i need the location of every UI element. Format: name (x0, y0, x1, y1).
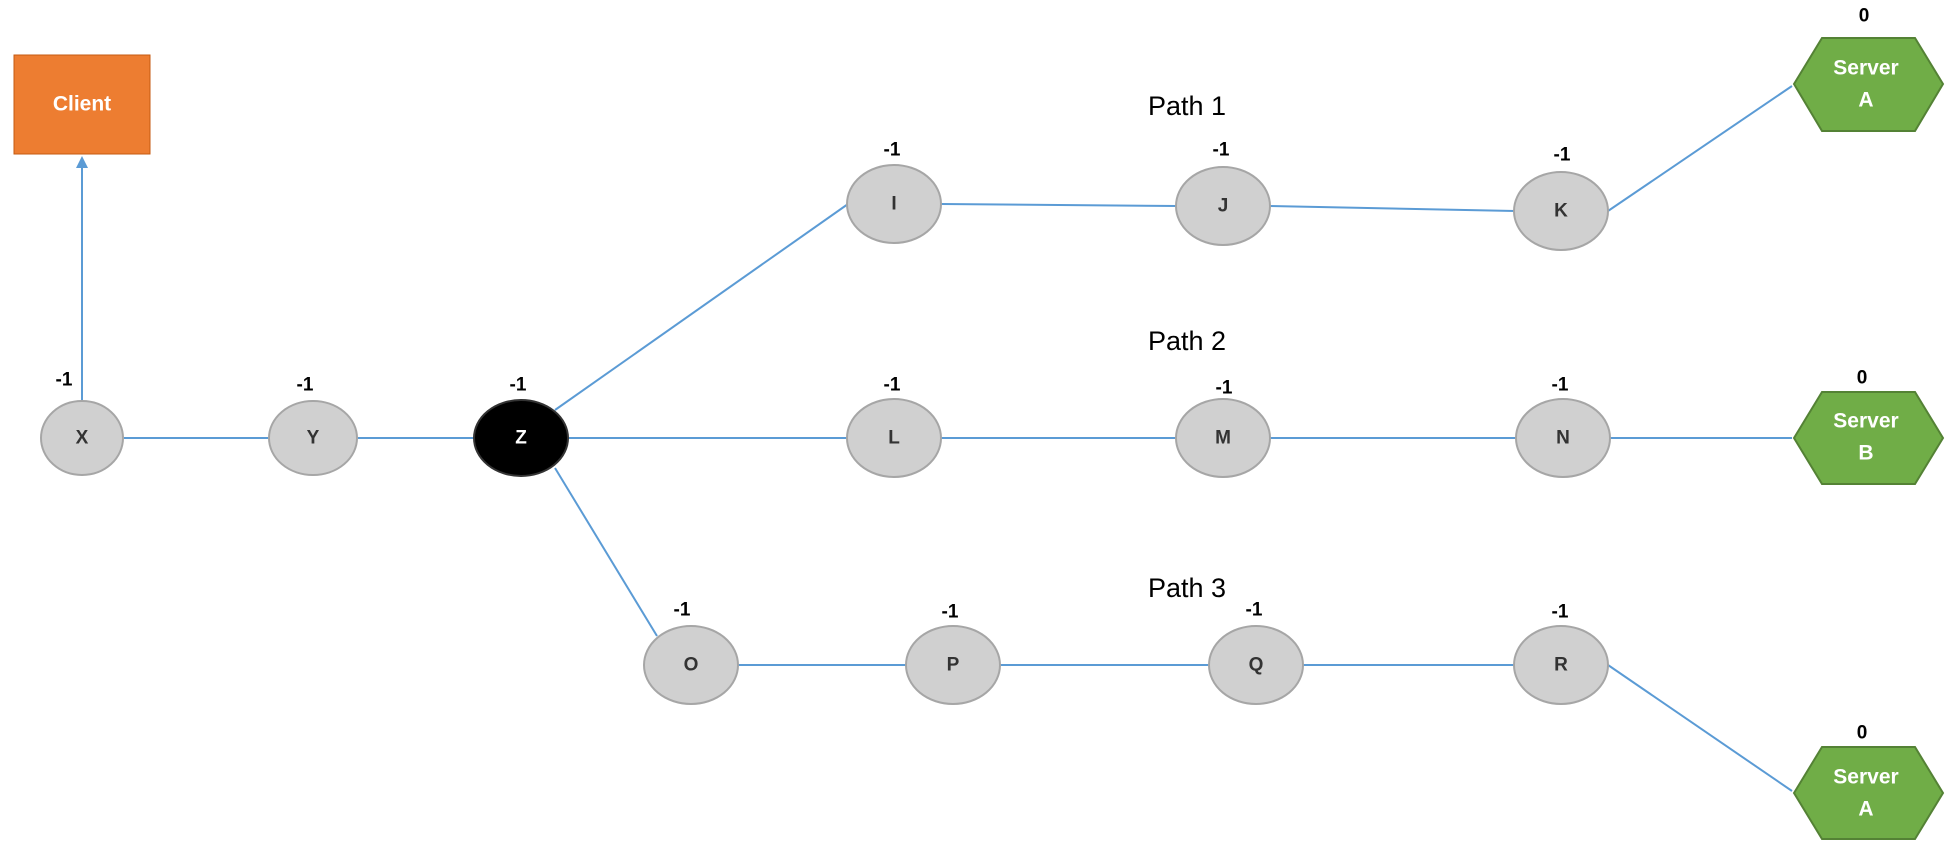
node-n[interactable]: N -1 (1515, 375, 1611, 478)
node-l-shape (846, 398, 942, 478)
node-z[interactable]: Z -1 (473, 375, 569, 477)
node-l-value: -1 (884, 375, 901, 396)
node-y[interactable]: Y -1 (268, 375, 358, 476)
node-z-shape (473, 399, 569, 477)
node-i-shape (846, 164, 942, 244)
node-j[interactable]: J -1 (1175, 140, 1271, 246)
server-b-line2: B (1858, 442, 1873, 465)
server-b-shape (1792, 391, 1945, 485)
node-o-value: -1 (674, 600, 691, 621)
server-a-bottom-line2: A (1858, 798, 1873, 821)
node-p-shape (905, 625, 1001, 705)
node-o-shape (643, 625, 739, 705)
node-n-value: -1 (1552, 375, 1569, 396)
node-o-label: O (684, 655, 699, 676)
node-o[interactable]: O -1 (643, 600, 739, 705)
path-3-label: Path 3 (1148, 573, 1226, 603)
node-r-value: -1 (1552, 602, 1569, 623)
node-x-label: X (76, 428, 89, 449)
client-node[interactable]: Client (13, 54, 151, 155)
server-a-top-value: 0 (1859, 6, 1870, 27)
path-1-label: Path 1 (1148, 91, 1226, 121)
edge-z-i (554, 203, 849, 411)
node-x-shape (40, 400, 124, 476)
node-q-value: -1 (1246, 600, 1263, 621)
edge-z-o (554, 467, 658, 637)
node-i[interactable]: I -1 (846, 140, 942, 244)
node-r-shape (1513, 625, 1609, 705)
node-x-value: -1 (56, 370, 73, 391)
path-2-label: Path 2 (1148, 326, 1226, 356)
node-p-value: -1 (942, 602, 959, 623)
node-m[interactable]: M -1 (1175, 378, 1271, 478)
node-n-label: N (1556, 428, 1570, 449)
node-z-label: Z (515, 428, 527, 449)
node-r-label: R (1554, 655, 1568, 676)
node-m-label: M (1215, 428, 1231, 449)
client-label: Client (53, 93, 111, 116)
server-a-bottom-value: 0 (1857, 723, 1868, 744)
node-y-shape (268, 400, 358, 476)
node-i-label: I (891, 194, 896, 215)
node-k-shape (1513, 171, 1609, 251)
node-p-label: P (947, 655, 960, 676)
edge-k-server-a-top (1607, 85, 1793, 212)
edge-r-server-a-bottom (1607, 664, 1793, 792)
arrow-up-icon (76, 156, 88, 168)
node-x[interactable]: X -1 (40, 370, 124, 476)
node-j-value: -1 (1213, 140, 1230, 161)
node-n-shape (1515, 398, 1611, 478)
server-a-bottom-line1: Server (1833, 766, 1898, 789)
node-l[interactable]: L -1 (846, 375, 942, 478)
node-p[interactable]: P -1 (905, 602, 1001, 705)
server-a-top-line1: Server (1833, 57, 1898, 80)
node-k-label: K (1554, 201, 1568, 222)
server-b[interactable]: Server B 0 (1792, 368, 1945, 485)
node-j-shape (1175, 166, 1271, 246)
client-box (13, 54, 151, 155)
node-k[interactable]: K -1 (1513, 145, 1609, 251)
node-k-value: -1 (1554, 145, 1571, 166)
node-j-label: J (1218, 196, 1229, 217)
server-a-bottom-shape (1792, 746, 1945, 840)
node-z-value: -1 (510, 375, 527, 396)
node-y-label: Y (307, 428, 320, 449)
edge-i-j (940, 203, 1178, 207)
node-r[interactable]: R -1 (1513, 602, 1609, 705)
node-q-shape (1208, 625, 1304, 705)
node-m-value: -1 (1216, 378, 1233, 399)
node-l-label: L (888, 428, 900, 449)
edges (76, 85, 1793, 792)
node-q[interactable]: Q -1 (1208, 600, 1304, 705)
server-a-top-shape (1792, 37, 1945, 132)
node-i-value: -1 (884, 140, 901, 161)
server-a-top-line2: A (1858, 89, 1873, 112)
node-m-shape (1175, 398, 1271, 478)
server-a-top[interactable]: Server A 0 (1792, 6, 1945, 132)
edge-j-k (1269, 205, 1516, 212)
server-b-value: 0 (1857, 368, 1868, 389)
node-q-label: Q (1249, 655, 1264, 676)
node-y-value: -1 (297, 375, 314, 396)
server-b-line1: Server (1833, 410, 1898, 433)
server-a-bottom[interactable]: Server A 0 (1792, 723, 1945, 840)
